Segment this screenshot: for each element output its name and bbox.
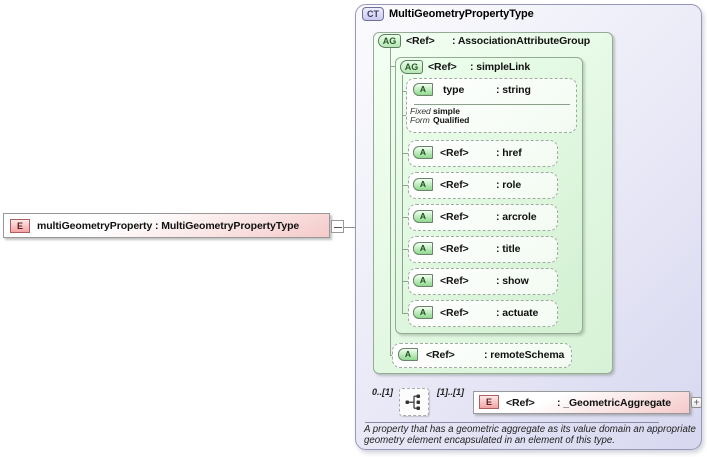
element-box-geometricaggregate[interactable]: [473, 391, 690, 414]
facet-value-form: Qualified: [433, 115, 470, 125]
ref-label: <Ref>: [506, 397, 535, 409]
attribute-name: type: [443, 84, 465, 96]
tree-line: [402, 185, 409, 186]
ref-label: <Ref>: [440, 307, 469, 319]
attribute-type: : string: [496, 84, 531, 96]
sequence-icon: [405, 394, 420, 410]
collapse-dash-icon: [334, 227, 342, 228]
attribute-type: : role: [496, 179, 522, 191]
annotation-text: A property that has a geometric aggregat…: [364, 424, 696, 446]
attribute-icon: A: [413, 306, 433, 319]
attribute-type: : remoteSchema: [484, 349, 565, 361]
ref-label: <Ref>: [428, 61, 457, 73]
sequence-compositor[interactable]: [399, 388, 429, 416]
element-label: multiGeometryProperty : MultiGeometryPro…: [37, 220, 300, 232]
ref-label: <Ref>: [426, 349, 455, 361]
element-type: : _GeometricAggregate: [557, 397, 672, 409]
facet-label-form: Form: [410, 115, 430, 125]
attribute-group-icon: AG: [400, 60, 423, 74]
attribute-group-name: : AssociationAttributeGroup: [452, 35, 591, 47]
tree-line: [402, 249, 409, 250]
attribute-icon: A: [413, 146, 433, 159]
tree-line: [402, 75, 403, 314]
ref-label: <Ref>: [440, 243, 469, 255]
facet-divider: [414, 104, 570, 105]
attribute-box-type[interactable]: [406, 78, 577, 133]
attribute-icon: A: [413, 83, 433, 96]
annotation-divider: [365, 422, 659, 423]
ref-label: <Ref>: [440, 147, 469, 159]
tree-line: [390, 47, 391, 356]
attribute-type: : href: [496, 147, 522, 159]
attribute-icon: A: [413, 210, 433, 223]
element-box-multigeometryproperty[interactable]: [3, 213, 330, 238]
attribute-box-title[interactable]: [408, 236, 558, 263]
attribute-box-remoteschema[interactable]: [392, 343, 572, 368]
ref-label: <Ref>: [440, 275, 469, 287]
tree-line: [402, 153, 409, 154]
attribute-box-actuate[interactable]: [408, 300, 558, 327]
attribute-box-show[interactable]: [408, 268, 558, 295]
cardinality-label: 0..[1]: [372, 387, 394, 397]
facet-label-fixed: Fixed: [410, 106, 431, 116]
attribute-icon: A: [413, 242, 433, 255]
attribute-box-href[interactable]: [408, 140, 558, 167]
attribute-group-name: : simpleLink: [470, 61, 531, 73]
tree-line: [402, 281, 409, 282]
element-icon: E: [10, 219, 30, 233]
attribute-type: : arcrole: [496, 211, 537, 223]
collapse-toggle[interactable]: [331, 220, 344, 233]
tree-line: [402, 217, 409, 218]
tree-line: [402, 115, 409, 116]
expand-button[interactable]: +: [691, 397, 702, 408]
attribute-icon: A: [413, 178, 433, 191]
complex-type-title: MultiGeometryPropertyType: [389, 8, 534, 20]
element-icon: E: [479, 395, 499, 409]
facet-value-fixed: simple: [433, 106, 460, 116]
ref-label: <Ref>: [406, 35, 435, 47]
tree-line: [402, 313, 409, 314]
cardinality-label: [1]..[1]: [437, 387, 464, 397]
ref-label: <Ref>: [440, 211, 469, 223]
tree-line: [402, 91, 409, 92]
attribute-type: : show: [496, 275, 529, 287]
attribute-box-role[interactable]: [408, 172, 558, 199]
ref-label: <Ref>: [440, 179, 469, 191]
attribute-box-arcrole[interactable]: [408, 204, 558, 231]
attribute-icon: A: [413, 274, 433, 287]
tree-line: [390, 66, 396, 67]
attribute-type: : title: [496, 243, 521, 255]
complex-type-icon: CT: [362, 7, 384, 21]
attribute-icon: A: [398, 348, 418, 361]
attribute-group-icon: AG: [378, 34, 401, 48]
attribute-type: : actuate: [496, 307, 539, 319]
